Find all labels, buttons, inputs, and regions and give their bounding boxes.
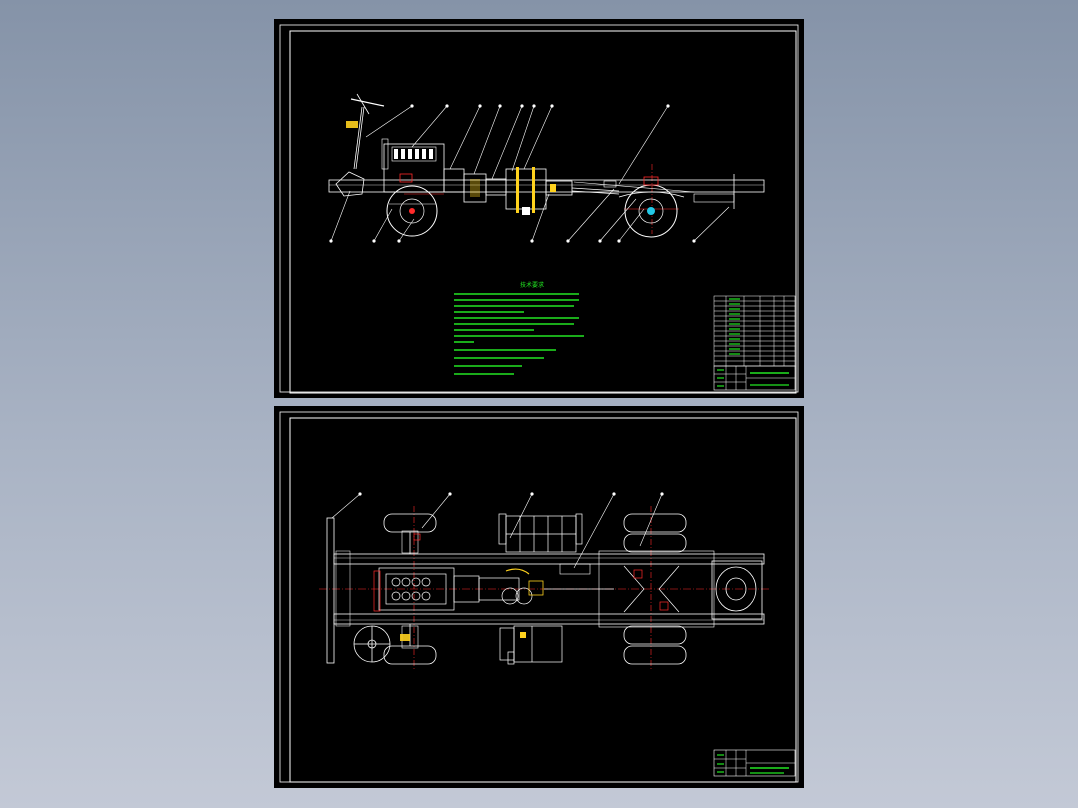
title-block-sheet1 [713, 365, 796, 391]
parts-list-entries [729, 298, 740, 355]
engine-block-side [381, 138, 465, 193]
leader-lines-top [365, 105, 669, 185]
spare-wheel-plan [711, 560, 763, 620]
leader-lines-bottom [330, 188, 730, 242]
transmission-plan [501, 563, 614, 605]
steering-wheel-plan [353, 625, 391, 663]
front-bumper [326, 517, 335, 664]
notes-text-lines [454, 293, 584, 375]
fuel-tank-plan [499, 625, 563, 665]
callout-balloons-top [410, 104, 670, 108]
drawing-sheet-side-view: 技术要求 [274, 19, 804, 398]
side-view-drawing: 技术要求 [279, 24, 799, 394]
drawing-sheet-plan-view [274, 406, 804, 788]
rear-wheels-plan [598, 513, 715, 665]
leader-lines-plan [331, 493, 663, 569]
technical-notes: 技术要求 [454, 281, 584, 375]
rear-wheel-side [618, 176, 685, 238]
plan-view-drawing [279, 411, 799, 783]
battery-box-plan [498, 513, 583, 553]
parts-list-table [713, 295, 796, 367]
title-block-sheet2 [713, 749, 796, 777]
drive-shaft-assembly [505, 167, 620, 215]
notes-title: 技术要求 [520, 281, 544, 289]
callout-balloons-plan [358, 492, 664, 496]
callout-balloons-bottom [329, 239, 696, 243]
engine-block-plan [378, 567, 520, 611]
steering-wheel-side [335, 93, 385, 197]
front-wheel-side [386, 185, 438, 237]
